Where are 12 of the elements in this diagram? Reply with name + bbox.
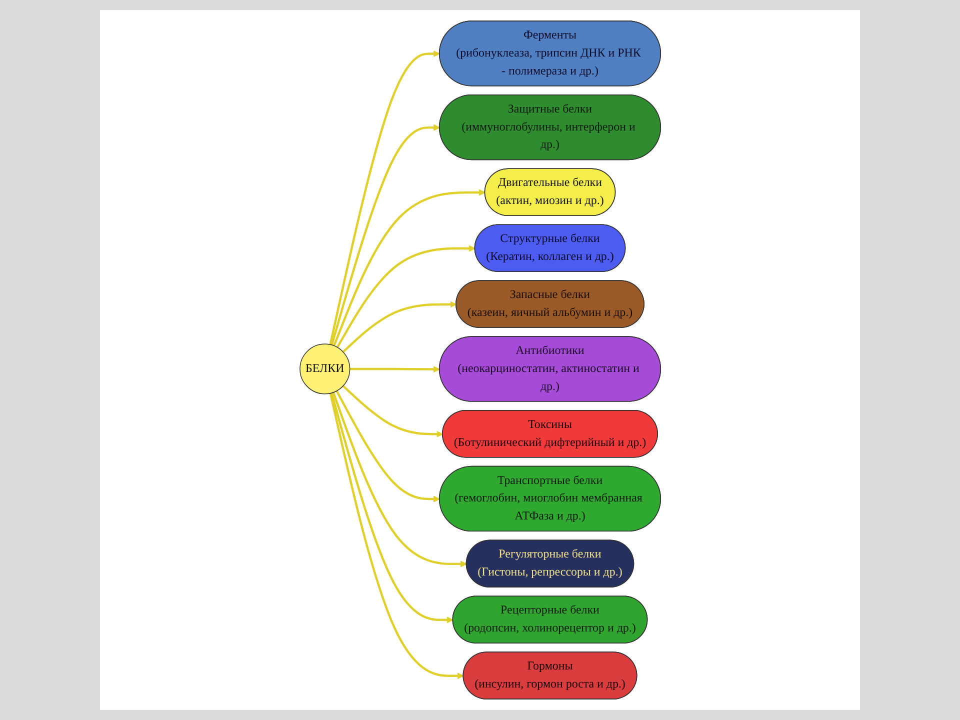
arrow xyxy=(350,366,440,373)
arrow xyxy=(330,392,454,624)
arrow xyxy=(336,245,476,348)
arrow xyxy=(335,390,440,502)
arrow xyxy=(329,393,464,680)
arrow xyxy=(332,189,486,346)
arrow xyxy=(342,301,456,353)
arrow xyxy=(342,385,443,438)
node-circle: БЕЛКИ xyxy=(299,344,350,394)
arrow xyxy=(328,50,440,345)
arrow xyxy=(330,124,440,346)
arrow xyxy=(332,392,467,568)
